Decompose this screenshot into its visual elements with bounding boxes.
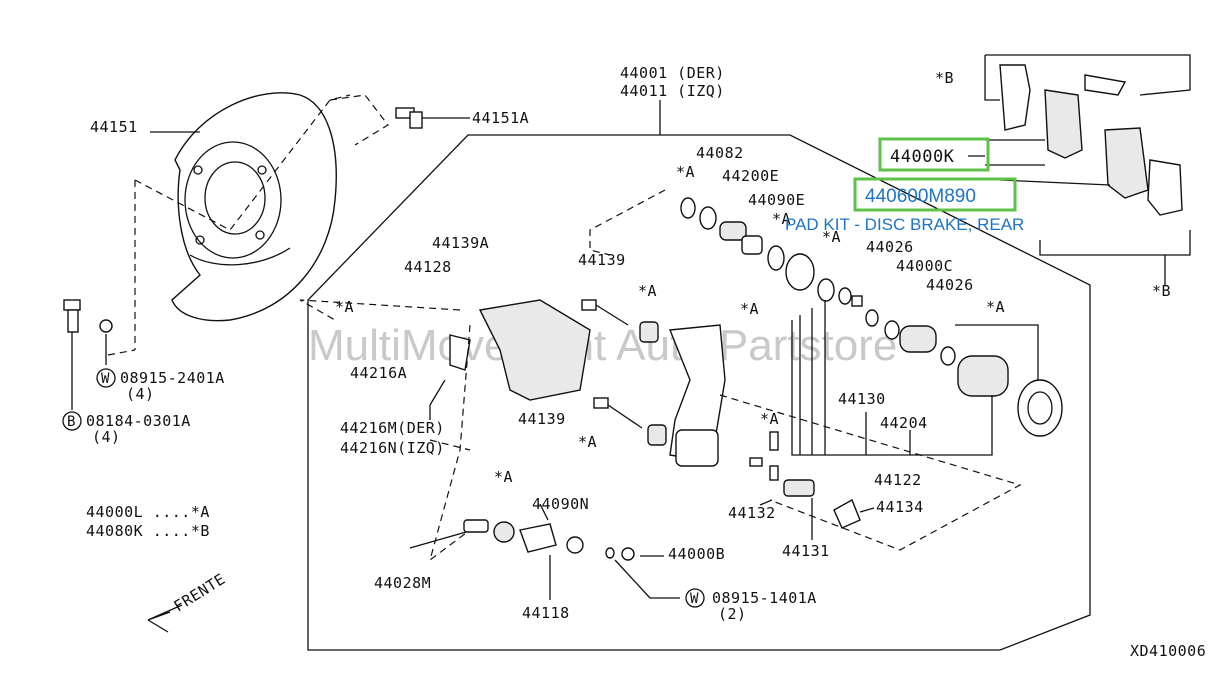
label-44216m: 44216M(DER) bbox=[340, 419, 445, 437]
label-star-a: *A bbox=[740, 300, 759, 318]
label-44132: 44132 bbox=[728, 504, 776, 522]
label-08184-0301a: 08184-0301A bbox=[86, 412, 191, 430]
assembly-frame bbox=[307, 134, 1091, 651]
part-44134 bbox=[833, 499, 861, 529]
diagram-code: XD410006 bbox=[1130, 642, 1206, 660]
washer-w2-icon: W bbox=[690, 591, 699, 607]
label-44026b: 44026 bbox=[926, 276, 974, 294]
label-44204: 44204 bbox=[880, 414, 928, 432]
label-44090e: 44090E bbox=[748, 191, 805, 209]
label-44200e: 44200E bbox=[722, 167, 779, 185]
label-44216a: 44216A bbox=[350, 364, 407, 382]
label-star-a: *A bbox=[986, 298, 1005, 316]
label-44090n: 44090N bbox=[532, 495, 589, 513]
label-08184-0301a-qty: (4) bbox=[92, 428, 121, 446]
label-star-a: *A bbox=[494, 468, 513, 486]
backing-plate bbox=[171, 92, 337, 322]
bolt-44151a bbox=[395, 107, 423, 129]
label-star-b: *B bbox=[935, 69, 954, 87]
washer-w-icon: W bbox=[101, 371, 110, 387]
bolt-08184 bbox=[63, 299, 81, 333]
label-star-a: *A bbox=[676, 163, 695, 181]
caliper-body bbox=[449, 299, 726, 467]
part-44132-ring bbox=[769, 465, 779, 481]
label-44082: 44082 bbox=[696, 144, 744, 162]
washer-w-badge bbox=[96, 368, 116, 388]
label-08915-2401a: 08915-2401A bbox=[120, 369, 225, 387]
bolt-b-icon: B bbox=[67, 414, 75, 430]
part-44132-cap bbox=[769, 431, 779, 451]
label-44122: 44122 bbox=[874, 471, 922, 489]
label-44139a: 44139A bbox=[432, 234, 489, 252]
label-08915-2401a-qty: (4) bbox=[126, 385, 155, 403]
label-44130: 44130 bbox=[838, 390, 886, 408]
washer-08915-2401a bbox=[99, 319, 113, 333]
brake-pads bbox=[999, 64, 1183, 216]
label-star-a: *A bbox=[638, 282, 657, 300]
washer-w2-badge bbox=[685, 588, 705, 608]
label-44139: 44139 bbox=[578, 251, 626, 269]
label-44216n: 44216N(IZQ) bbox=[340, 439, 445, 457]
label-44151a: 44151A bbox=[472, 109, 529, 127]
label-44026: 44026 bbox=[866, 238, 914, 256]
label-star-a: *A bbox=[822, 228, 841, 246]
part-44131 bbox=[783, 479, 815, 497]
direction-label: FRENTE bbox=[171, 570, 229, 616]
bolt-b-badge bbox=[62, 411, 82, 431]
label-44118: 44118 bbox=[522, 604, 570, 622]
label-star-b: *B bbox=[1152, 282, 1171, 300]
label-44128: 44128 bbox=[404, 258, 452, 276]
piston-parts bbox=[838, 287, 1063, 437]
highlight-44000k[interactable]: 44000K bbox=[878, 137, 990, 172]
direction-arrow bbox=[147, 604, 183, 633]
label-star-a: *A bbox=[578, 433, 597, 451]
label-star-a: *A bbox=[335, 298, 354, 316]
seal-stack bbox=[680, 197, 835, 302]
watermark: MultiMovement Auto Partstore bbox=[308, 321, 897, 370]
part-44000k-label: 44000K bbox=[890, 147, 955, 167]
label-44134: 44134 bbox=[876, 498, 924, 516]
label-44151: 44151 bbox=[90, 118, 138, 136]
legend-a: 44000L ....*A bbox=[86, 503, 210, 521]
label-44139b: 44139 bbox=[518, 410, 566, 428]
bottom-parts bbox=[463, 519, 635, 561]
guide-pins bbox=[581, 299, 667, 446]
label-44000c: 44000C bbox=[896, 257, 953, 275]
label-star-a: *A bbox=[760, 410, 779, 428]
label-star-a: *A bbox=[772, 210, 791, 228]
label-44011: 44011 (IZQ) bbox=[620, 82, 725, 100]
label-08915-1401a: 08915-1401A bbox=[712, 589, 817, 607]
label-08915-1401a-qty: (2) bbox=[718, 605, 747, 623]
label-44131: 44131 bbox=[782, 542, 830, 560]
part-440600m890-label: 440600M890 bbox=[865, 186, 976, 207]
pad-kit-description: PAD KIT - DISC BRAKE, REAR bbox=[785, 215, 1024, 234]
label-44001: 44001 (DER) bbox=[620, 64, 725, 82]
label-44000b: 44000B bbox=[668, 545, 725, 563]
part-44132 bbox=[749, 457, 763, 467]
highlight-440600m890[interactable]: 440600M890 bbox=[853, 177, 1017, 212]
legend-b: 44080K ....*B bbox=[86, 522, 210, 540]
label-44028m: 44028M bbox=[374, 574, 431, 592]
